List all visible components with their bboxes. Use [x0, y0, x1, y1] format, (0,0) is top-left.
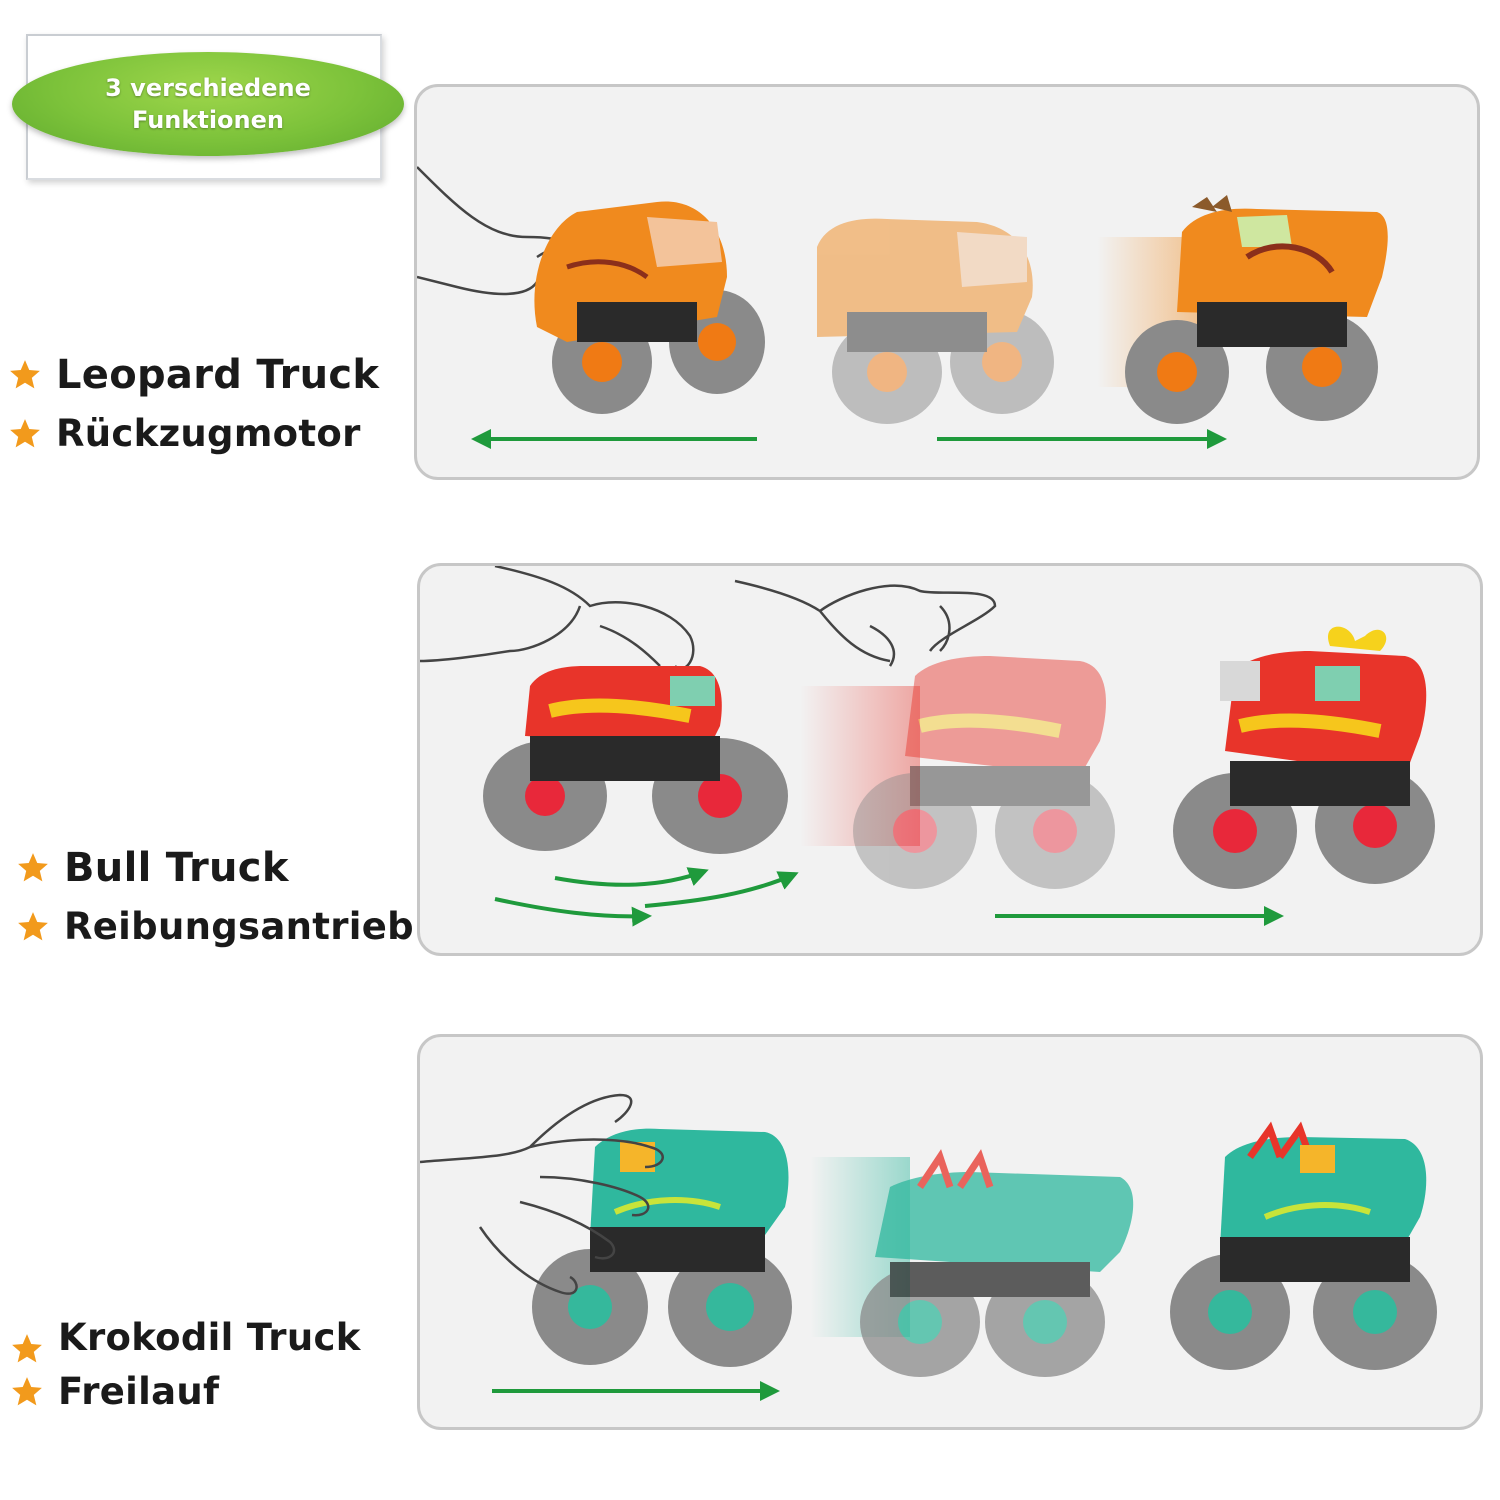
truck-2-name: Bull Truck	[64, 845, 289, 891]
truck-2-feature: Reibungsantrieb	[64, 905, 414, 948]
krokodil-truck-panel	[417, 1034, 1483, 1430]
truck-1-name-row: Leopard Truck	[8, 352, 379, 398]
truck-icon	[853, 656, 1115, 889]
truck-1-feature: Rückzugmotor	[56, 412, 361, 455]
leopard-truck-panel	[414, 84, 1480, 480]
truck-icon	[1170, 1121, 1437, 1370]
truck-2-feature-row: Reibungsantrieb	[16, 905, 414, 948]
hand-icon	[734, 579, 997, 667]
truck-3-feature-row: Freilauf	[10, 1370, 219, 1413]
truck-1-name: Leopard Truck	[56, 352, 380, 398]
hand-icon	[420, 566, 695, 670]
arrow-icon	[494, 897, 652, 927]
arrow-icon	[554, 867, 709, 887]
truck-3-name: Krokodil Truck	[58, 1315, 361, 1359]
truck-3-name-row: Krokodil Truck	[10, 1308, 361, 1366]
truck-icon	[860, 1149, 1134, 1377]
truck-2-name-row: Bull Truck	[16, 845, 289, 891]
star-icon	[18, 911, 48, 940]
arrow-icon	[644, 871, 799, 908]
bull-truck-panel	[417, 563, 1483, 956]
truck-1-feature-row: Rückzugmotor	[8, 412, 361, 455]
hand-icon	[420, 1093, 664, 1295]
badge-line-2: Funktionen	[132, 106, 284, 134]
star-icon	[12, 1334, 42, 1363]
star-icon	[12, 1376, 42, 1405]
truck-icon	[532, 1128, 792, 1367]
truck-icon	[817, 218, 1054, 424]
badge-line-1: 3 verschiedene	[105, 74, 311, 102]
title-badge: 3 verschiedene Funktionen	[12, 52, 404, 156]
star-icon	[10, 418, 40, 447]
truck-icon	[1125, 195, 1388, 424]
star-icon	[10, 360, 40, 389]
truck-icon	[534, 201, 765, 414]
truck-icon	[483, 666, 788, 854]
star-icon	[18, 853, 48, 882]
truck-icon	[1173, 626, 1435, 889]
truck-3-feature: Freilauf	[58, 1370, 220, 1413]
